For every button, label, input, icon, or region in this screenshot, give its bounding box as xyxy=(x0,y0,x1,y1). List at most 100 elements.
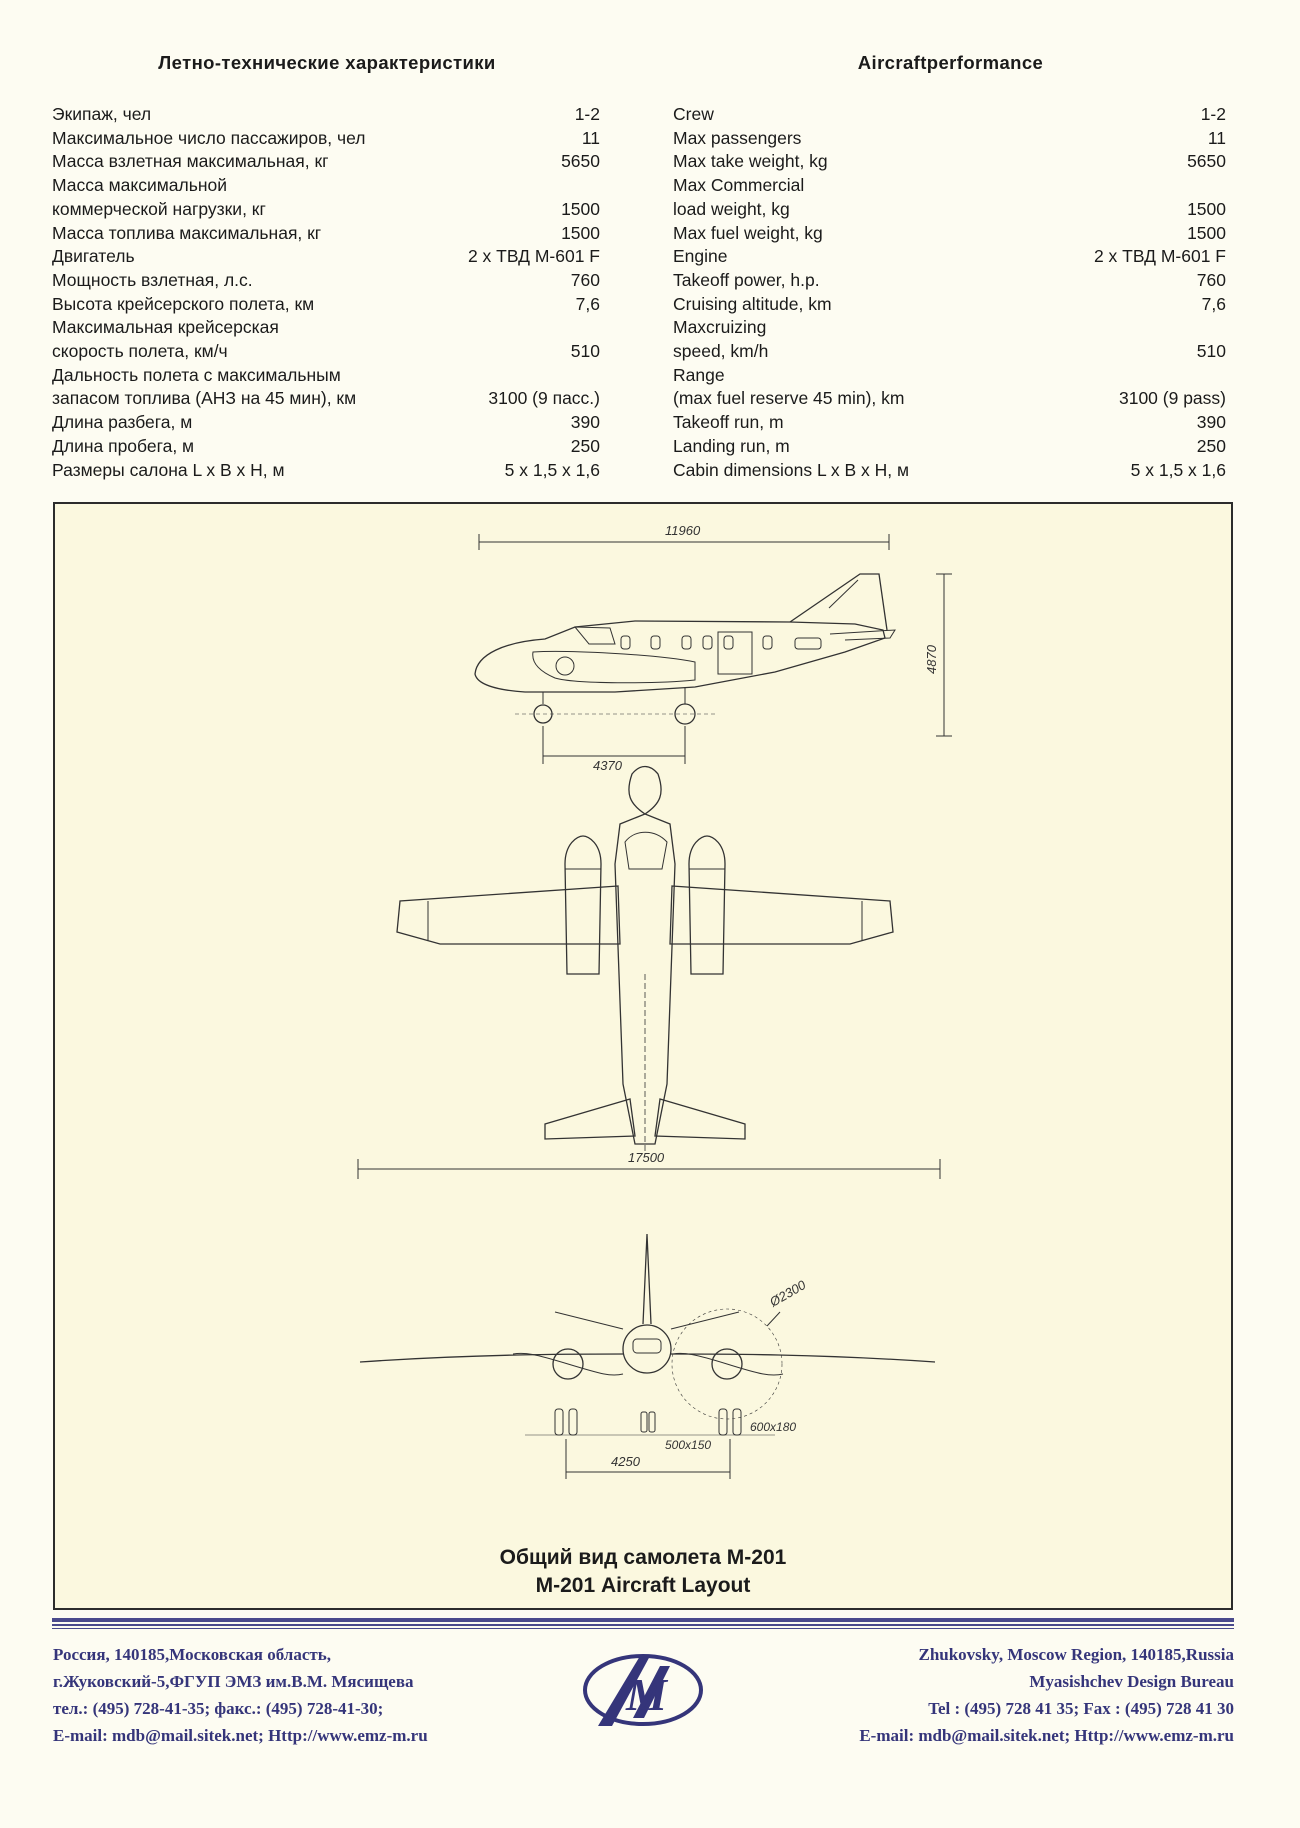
dim-height: 4870 xyxy=(924,644,939,674)
spec-label: Cabin dimensions L х В х Н, м xyxy=(673,459,910,480)
spec-row: (max fuel reserve 45 min), km 3100 (9 pas… xyxy=(673,387,1228,411)
spec-value: 7,6 xyxy=(1201,293,1226,314)
spec-value: 11 xyxy=(1207,127,1226,148)
spec-label: Мощность взлетная, л.с. xyxy=(52,269,253,290)
spec-label: Масса взлетная максимальная, кг xyxy=(52,151,329,172)
spec-row: Масса взлетная максимальная, кг 5650 xyxy=(52,150,602,174)
spec-row: Максимальное число пассажиров, чел 11 xyxy=(52,127,602,151)
spec-value: 250 xyxy=(1196,435,1226,456)
spec-value: 510 xyxy=(1196,341,1226,362)
spec-label: коммерческой нагрузки, кг xyxy=(52,198,266,219)
myasishchev-logo: М xyxy=(578,1638,708,1743)
aircraft-drawing: 11960 4870 xyxy=(357,523,952,1479)
dim-length: 11960 xyxy=(665,523,701,538)
spec-value: 250 xyxy=(570,435,600,456)
caption-ru: Общий вид самолета М-201 xyxy=(499,1546,787,1569)
spec-label: Max fuel weight, kg xyxy=(673,222,823,243)
spec-row: Мощность взлетная, л.с.760 xyxy=(52,269,602,293)
spec-row: Takeoff power, h.p. 760 xyxy=(673,269,1228,293)
spec-row: Landing run, m 250 xyxy=(673,435,1228,459)
logo-letter: М xyxy=(625,1669,669,1720)
spec-row: Высота крейсерского полета, км 7,6 xyxy=(52,293,602,317)
side-view: 11960 4870 xyxy=(474,523,952,773)
footer-line: Россия, 140185,Московская область, xyxy=(53,1645,331,1664)
footer-line: Zhukovsky, Moscow Region, 140185,Russia xyxy=(918,1645,1234,1664)
spec-value: 1-2 xyxy=(1200,104,1226,124)
spec-label: Двигатель xyxy=(52,246,135,267)
spec-row: Cabin dimensions L х В х Н, м 5 х 1,5 х 1… xyxy=(673,459,1228,483)
spec-value: 390 xyxy=(1196,412,1226,433)
caption-en: М-201 Aircraft Layout xyxy=(535,1574,751,1597)
spec-label: Crew xyxy=(673,104,714,124)
spec-label: скорость полета, км/ч xyxy=(52,341,228,362)
dim-prop-diameter: Ø2300 xyxy=(766,1277,809,1310)
spec-value: 390 xyxy=(570,412,600,433)
spec-row: Масса максимальной xyxy=(52,174,602,198)
spec-label: Max Commercial xyxy=(673,175,805,196)
spec-label: Экипаж, чел xyxy=(52,104,152,124)
spec-label: Landing run, m xyxy=(673,435,790,456)
spec-value: 5 х 1,5 х 1,6 xyxy=(504,459,600,480)
dim-gear-base: 4370 xyxy=(593,758,623,773)
spec-row: Дальность полета с максимальным xyxy=(52,364,602,388)
spec-value: 760 xyxy=(1196,269,1226,290)
footer-line: г.Жуковский-5,ФГУП ЭМЗ им.В.М. Мясищева xyxy=(53,1672,414,1691)
spec-value: 1500 xyxy=(561,222,600,243)
spec-label: Масса максимальной xyxy=(52,175,228,196)
footer-address-ru: Россия, 140185,Московская область, г.Жук… xyxy=(53,1641,573,1749)
spec-label: Engine xyxy=(673,246,728,267)
spec-row: Maxcruizing xyxy=(673,316,1228,340)
spec-row: Engine 2 х ТВД М-601 F xyxy=(673,245,1228,269)
footer-line: тел.: (495) 728-41-35; факс.: (495) 728-… xyxy=(53,1699,384,1718)
spec-row: Range xyxy=(673,364,1228,388)
spec-label: Высота крейсерского полета, км xyxy=(52,293,315,314)
spec-value: 11 xyxy=(581,127,600,148)
spec-label: Размеры салона L х В х Н, м xyxy=(52,459,285,480)
spec-row: Max fuel weight, kg 1500 xyxy=(673,222,1228,246)
dim-main-wheel: 600х180 xyxy=(750,1420,796,1434)
spec-value xyxy=(600,316,602,340)
spec-label: Cruising altitude, km xyxy=(673,293,832,314)
spec-value: 5650 xyxy=(1187,151,1226,172)
spec-row: Размеры салона L х В х Н, м 5 х 1,5 х 1,6 xyxy=(52,459,602,483)
spec-label: Max take weight, kg xyxy=(673,151,828,172)
spec-row: Cruising altitude, km 7,6 xyxy=(673,293,1228,317)
front-view: Ø2300 600х180 500х150 4250 xyxy=(359,1233,936,1479)
drawing-caption: Общий вид самолета М-201 М-201 Aircraft … xyxy=(55,1544,1231,1600)
spec-value xyxy=(1226,364,1228,388)
spec-value: 1500 xyxy=(1187,222,1226,243)
spec-row: Длина разбега, м 390 xyxy=(52,411,602,435)
spec-value: 2 х ТВД М-601 F xyxy=(1093,246,1226,267)
spec-label: Range xyxy=(673,364,725,385)
spec-value: 5650 xyxy=(561,151,600,172)
footer-line: Tel : (495) 728 41 35; Fax : (495) 728 4… xyxy=(928,1699,1234,1718)
spec-value: 3100 (9 pass) xyxy=(1118,388,1226,409)
footer-address-en: Zhukovsky, Moscow Region, 140185,Russia … xyxy=(714,1641,1234,1749)
specs-ru-heading: Летно-технические характеристики xyxy=(158,52,496,73)
spec-value: 5 х 1,5 х 1,6 xyxy=(1130,459,1226,480)
dim-span: 17500 xyxy=(628,1150,665,1165)
spec-label: Takeoff power, h.p. xyxy=(673,269,820,290)
footer-divider xyxy=(52,1618,1234,1631)
spec-label: Максимальное число пассажиров, чел xyxy=(52,127,366,148)
spec-row: Двигатель 2 х ТВД М-601 F xyxy=(52,245,602,269)
spec-value: 2 х ТВД М-601 F xyxy=(467,246,600,267)
spec-label: Длина разбега, м xyxy=(52,412,193,433)
spec-value: 7,6 xyxy=(575,293,600,314)
spec-value xyxy=(1226,174,1228,198)
spec-label: load weight, kg xyxy=(673,198,790,219)
footer-line: Myasishchev Design Bureau xyxy=(1029,1672,1234,1691)
spec-label: (max fuel reserve 45 min), km xyxy=(673,388,905,409)
